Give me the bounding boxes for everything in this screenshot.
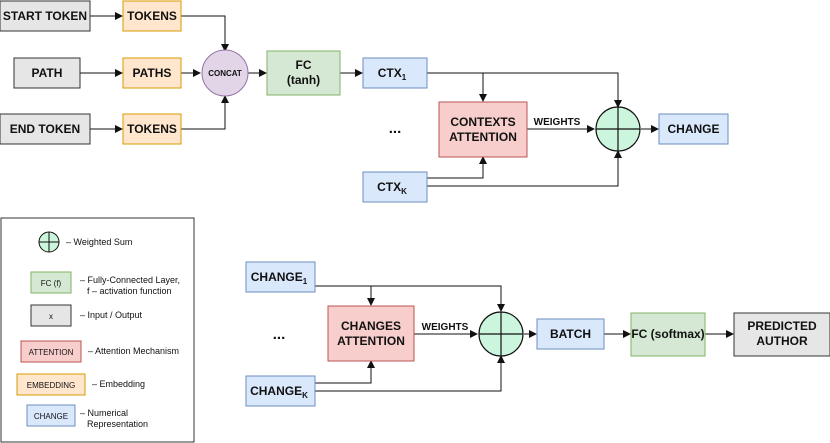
legend-fc-desc2: f – activation function (87, 286, 172, 296)
ctx-1-label: CTX (378, 66, 402, 80)
ctx-k-label: CTX (377, 180, 401, 194)
legend-fc: FC (f) – Fully-Connected Layer, f – acti… (30, 271, 180, 296)
node-tokens-1: TOKENS (122, 0, 182, 32)
node-changes-attention: CHANGES ATTENTION (327, 305, 415, 362)
legend-embedding-box: EMBEDDING (27, 381, 75, 390)
node-tokens-2: TOKENS (122, 113, 182, 145)
path-label: PATH (32, 66, 63, 80)
batch-label: BATCH (550, 327, 591, 341)
node-change-k: CHANGEK (245, 375, 316, 407)
end-token-label: END TOKEN (10, 122, 80, 136)
node-ctx-1: CTX1 (362, 57, 428, 89)
change-k-label: CHANGE (250, 384, 302, 398)
bottom-ellipsis: ... (273, 326, 286, 343)
node-path: PATH (13, 57, 81, 89)
top-edges (80, 12, 659, 187)
edge-tokens2-to-concat (181, 95, 229, 130)
legend-change: CHANGE – Numerical Representation (26, 404, 148, 429)
fc-activation-label: (tanh) (287, 73, 320, 87)
legend-io-box: x (49, 312, 53, 321)
edge-ctxk-to-attention (427, 156, 487, 179)
predicted-line2: AUTHOR (756, 334, 808, 348)
legend-weighted-sum: – Weighted Sum (38, 231, 132, 253)
start-token-label: START TOKEN (3, 9, 87, 23)
legend-fc-desc: – Fully-Connected Layer, (80, 275, 180, 285)
change-top-label: CHANGE (667, 122, 719, 136)
edge-ctxk-to-sum (427, 150, 622, 187)
legend-io-desc: – Input / Output (80, 310, 143, 320)
legend-change-desc2: Representation (87, 419, 148, 429)
edge-change1-to-sum (315, 285, 505, 312)
changes-attention-line1: CHANGES (341, 319, 401, 333)
bottom-weights-label: WEIGHTS (422, 322, 469, 333)
svg-text:CTX1: CTX1 (378, 66, 407, 82)
edge-tokens-to-concat (181, 15, 229, 52)
node-end-token: END TOKEN (0, 113, 91, 145)
legend-embedding-desc: – Embedding (92, 379, 145, 389)
node-paths: PATHS (122, 57, 182, 89)
contexts-attention-line2: ATTENTION (449, 130, 517, 144)
legend-attention-desc: – Attention Mechanism (88, 346, 179, 356)
legend-embedding: EMBEDDING – Embedding (16, 373, 145, 396)
svg-text:CHANGEK: CHANGEK (250, 384, 308, 400)
node-ctx-k: CTXK (362, 171, 428, 203)
legend-weighted-sum-desc: – Weighted Sum (66, 237, 132, 247)
node-batch: BATCH (536, 318, 605, 350)
legend: – Weighted Sum FC (f) – Fully-Connected … (0, 217, 195, 443)
weighted-sum-top (595, 106, 641, 152)
predicted-line1: PREDICTED (747, 319, 817, 333)
top-ellipsis: ... (389, 120, 402, 137)
concat-label: CONCAT (208, 69, 242, 78)
ctx-k-subscript: K (401, 187, 407, 196)
legend-attention-box: ATTENTION (29, 348, 74, 357)
node-change-1: CHANGE1 (245, 261, 316, 293)
weighted-sum-bottom (478, 311, 524, 357)
fc-label: FC (296, 58, 312, 72)
tokens-2-label: TOKENS (127, 122, 177, 136)
change-1-subscript: 1 (303, 277, 308, 286)
svg-text:CTXK: CTXK (377, 180, 407, 196)
bottom-edges (315, 285, 734, 392)
node-contexts-attention: CONTEXTS ATTENTION (438, 101, 528, 158)
contexts-attention-line1: CONTEXTS (450, 115, 515, 129)
changes-attention-line2: ATTENTION (337, 334, 405, 348)
node-concat: CONCAT (201, 49, 249, 97)
node-predicted-author: PREDICTED AUTHOR (733, 312, 830, 357)
legend-change-desc: – Numerical (80, 408, 128, 418)
top-weights-label: WEIGHTS (534, 117, 581, 128)
edge-changek-to-sum (315, 355, 505, 392)
node-fc-softmax: FC (softmax) (630, 312, 706, 357)
node-change-top: CHANGE (658, 113, 729, 145)
svg-text:CHANGE1: CHANGE1 (251, 270, 308, 286)
node-start-token: START TOKEN (0, 0, 91, 32)
legend-attention: ATTENTION – Attention Mechanism (20, 340, 179, 363)
edge-ctx1-to-sum (427, 72, 622, 108)
legend-fc-box: FC (f) (41, 279, 62, 288)
ctx-1-subscript: 1 (402, 73, 407, 82)
legend-change-box: CHANGE (34, 412, 68, 421)
change-k-subscript: K (302, 391, 308, 400)
node-fc-tanh: FC (tanh) (266, 50, 341, 96)
paths-label: PATHS (133, 66, 172, 80)
fc-softmax-label: FC (softmax) (631, 327, 704, 341)
legend-io: x – Input / Output (30, 304, 143, 327)
edge-changek-to-attention (315, 360, 375, 384)
tokens-1-label: TOKENS (127, 9, 177, 23)
change-1-label: CHANGE (251, 270, 303, 284)
